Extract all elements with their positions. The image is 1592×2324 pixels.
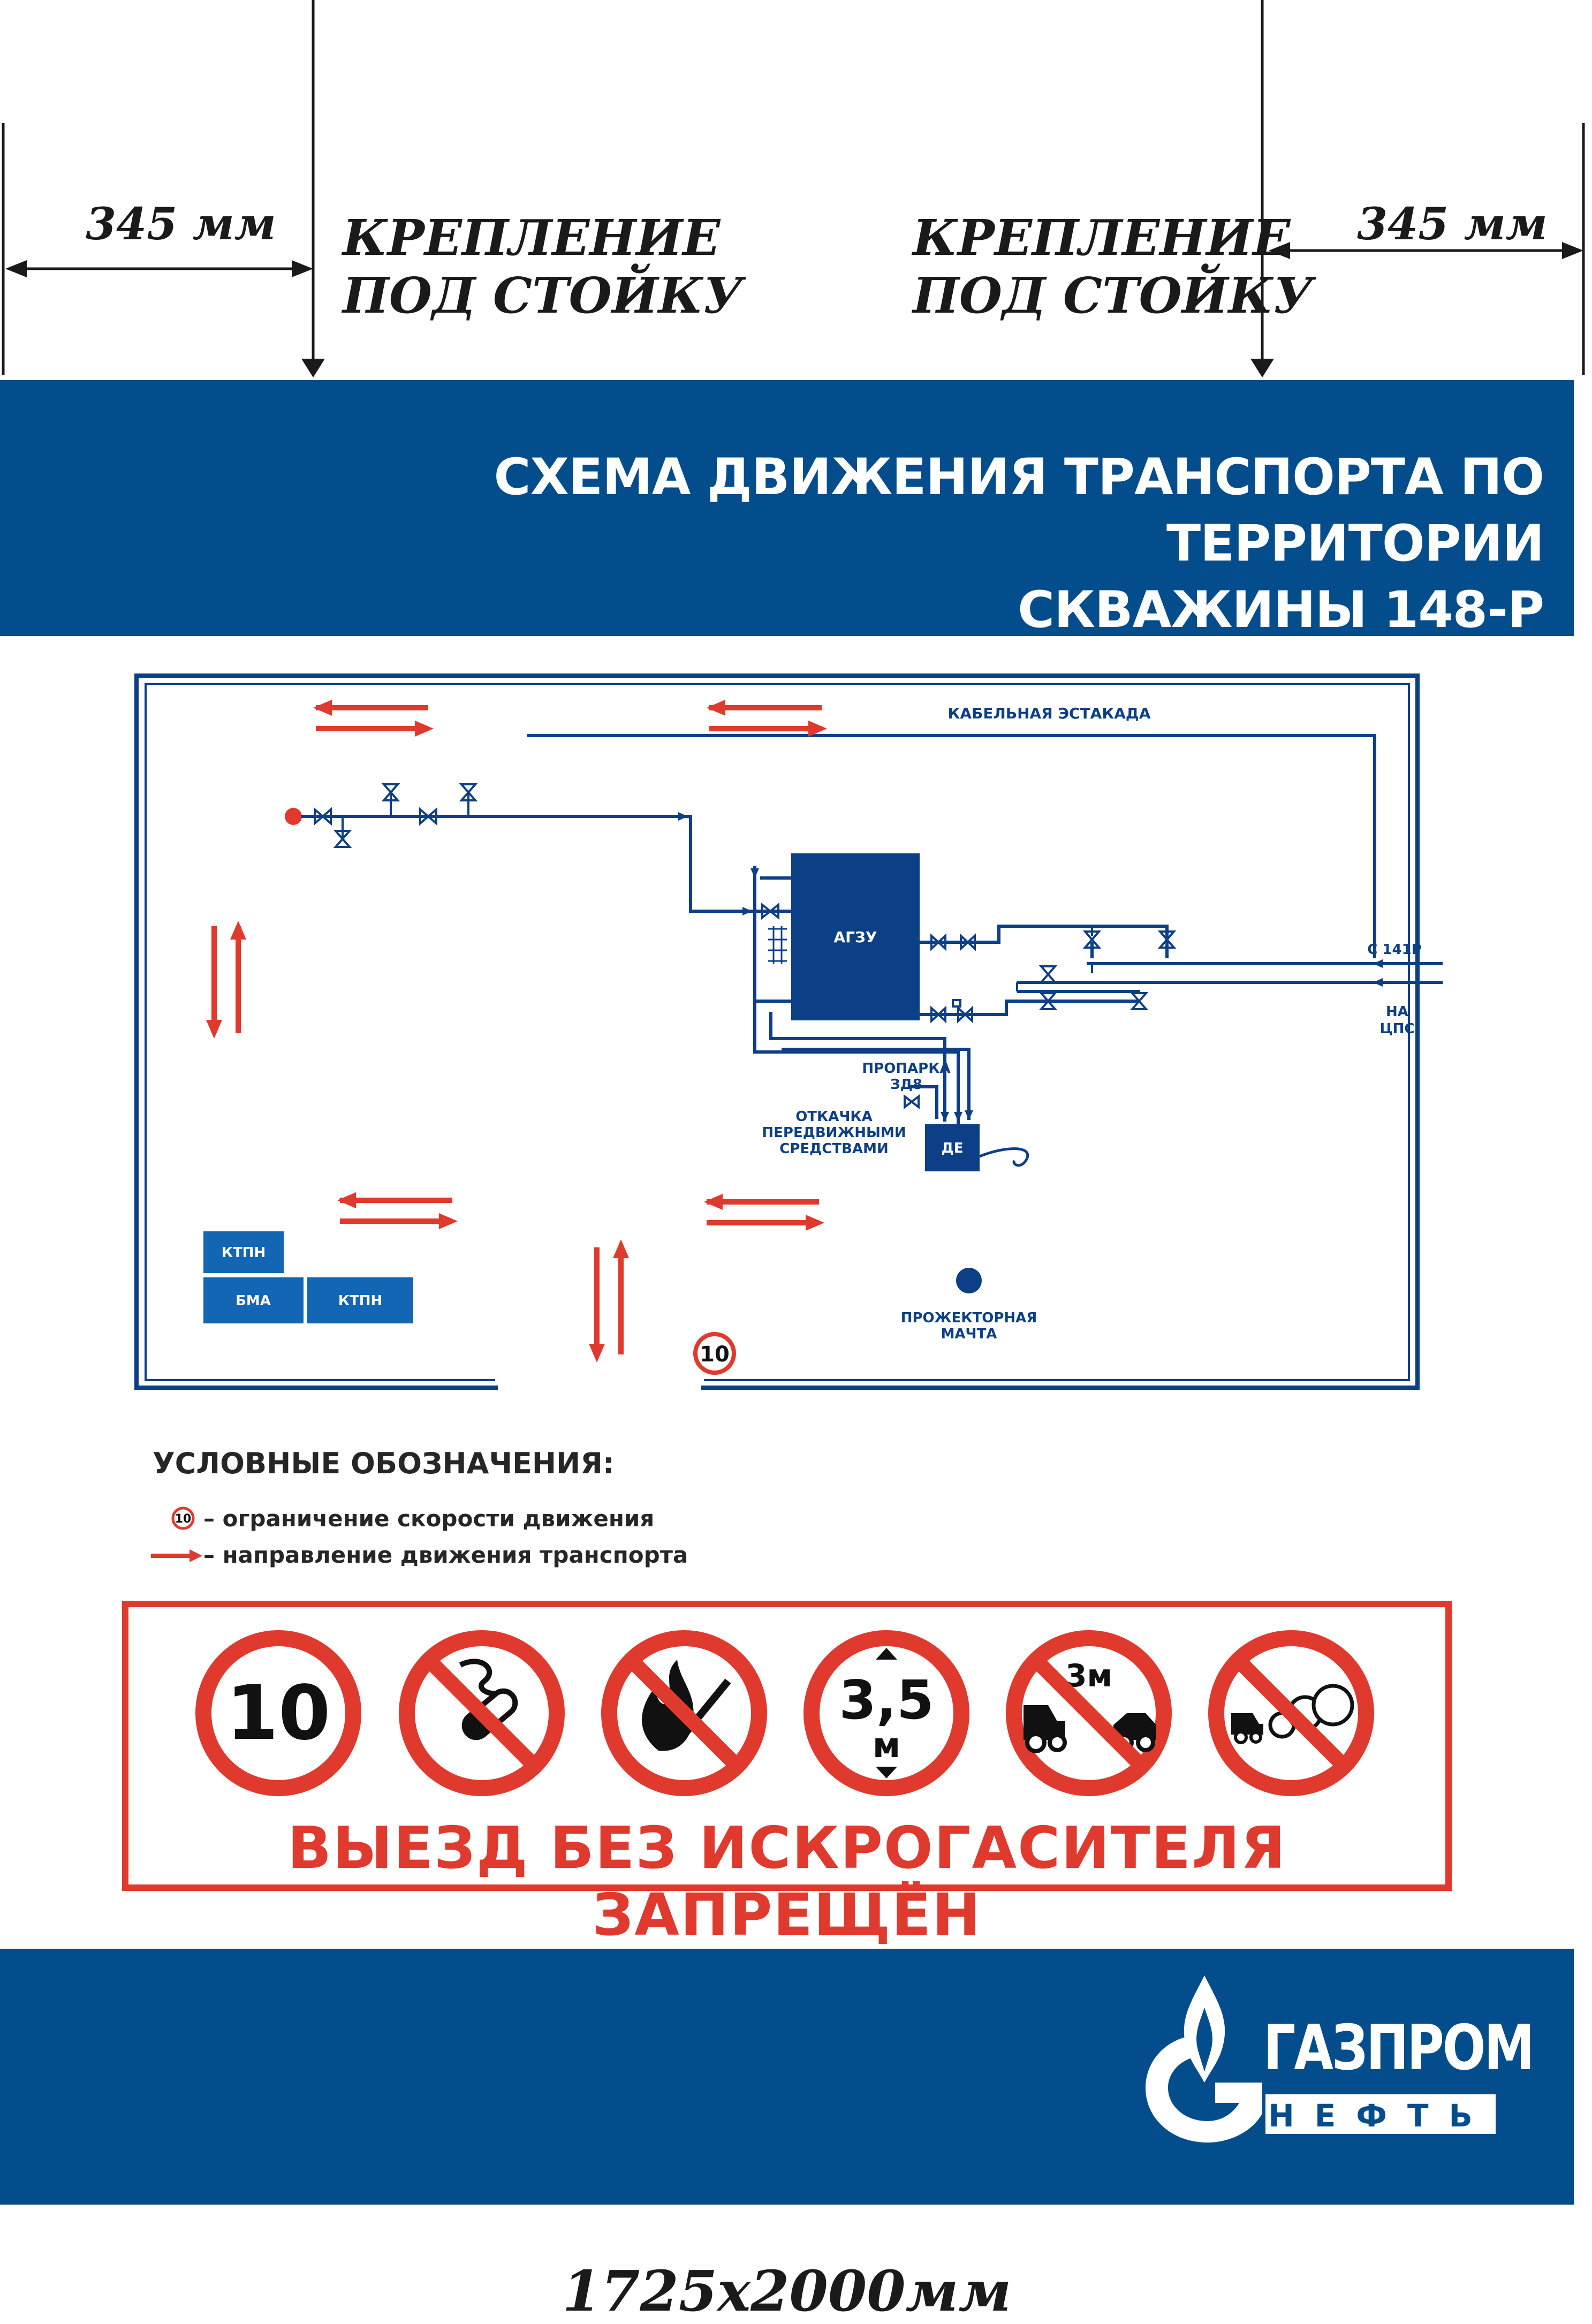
valve-steam [904,1094,920,1110]
cable-rack-line [527,734,1376,958]
valves-agzu-left [761,902,779,920]
title-line1: СХЕМА ДВИЖЕНИЯ ТРАНСПОРТА ПО ТЕРРИТОРИИ [494,448,1544,573]
valves-agzu-right [930,926,1177,1024]
height-limit-icon: 3,5 м [803,1630,969,1796]
prohibition-panel [122,1601,1452,1891]
logo-wordmark-line2-bar [1265,2094,1496,2134]
ktpn-top-block [203,1231,284,1273]
speed-limit-value: 10 [226,1670,331,1757]
no-exhaust-smoke-icon [1208,1630,1374,1796]
left-mount-line2: ПОД СТОЙКУ [343,267,743,324]
pumpout-label-line1: ОТКАЧКА [795,1109,873,1125]
speed-limit-sign: 10 [195,1630,361,1796]
legend-speed-text: – ограничение скорости движения [203,1505,655,1532]
wellhead-marker [285,808,302,825]
to-cps-line1: НА [1386,1004,1408,1020]
cable-rack-label: КАБЕЛЬНАЯ ЭСТАКАДА [947,705,1150,722]
right-mount-line2: ПОД СТОЙКУ [913,267,1313,324]
agzu-comb [768,926,787,964]
diagram-speed-sign [693,1332,736,1375]
de-label: ДЕ [942,1140,964,1156]
prohibition-signs: 10 3,5 м 3м [195,1630,1374,1796]
agzu-block [791,853,920,1020]
left-mount-label: КРЕПЛЕНИЕ ПОД СТОЙКУ [343,209,743,324]
header-band [0,380,1574,636]
diagram-speed-sign-value: 10 [700,1342,730,1367]
steam-label-line2: ЗД8 [890,1077,922,1093]
pumpout-label-line3: СРЕДСТВАМИ [779,1141,888,1157]
wellhead-pipeline [301,815,749,913]
legend-direction-text: – направление движения транспорта [203,1542,688,1568]
right-mount-line1: КРЕПЛЕНИЕ [913,209,1291,267]
valves-wellhead [314,783,478,848]
no-open-fire-icon [601,1630,767,1796]
from-141r-label: С 141Р [1367,942,1421,958]
keep-distance-icon: 3м [1006,1630,1172,1796]
de-hose [979,1147,1029,1167]
site-border-inner [145,683,1410,1381]
right-offset-dimension: 345 мм [1357,199,1548,250]
mast-label-line2: МАЧТА [941,1326,997,1342]
logo-wordmark-line1: ГАЗПРОМ [1263,2012,1535,2084]
bma-block [203,1277,304,1323]
legend-direction-arrow-icon [151,1549,202,1562]
no-smoking-icon [399,1630,565,1796]
bma-label: БМА [236,1293,271,1309]
overall-size-label: 1725х2000мм [562,2258,1012,2324]
ktpn-top-label: КТПН [222,1245,266,1261]
agzu-output-lines [920,925,1169,1016]
site-border [134,673,1420,1390]
ktpn-bottom-block [307,1277,413,1323]
legend-speed-icon: 10 [171,1507,195,1530]
left-offset-dimension: 345 мм [86,199,276,250]
gas-flame-logo-icon [1146,1975,1262,2143]
traffic-arrows [206,700,827,1362]
title-line2: СКВАЖИНЫ 148-Р [1018,581,1544,639]
site-diagram: КАБЕЛЬНАЯ ЭСТАКАДА АГЗУ [134,673,1443,1390]
height-limit-unit: м [873,1726,900,1766]
height-limit-value: 3,5 [839,1669,934,1731]
pumpout-label-line2: ПЕРЕДВИЖНЫМИ [762,1125,906,1141]
ktpn-bottom-label: КТПН [338,1293,383,1309]
legend-speed-icon-value: 10 [175,1512,192,1526]
agzu-label: АГЗУ [834,928,877,946]
left-mount-line1: КРЕПЛЕНИЕ [343,209,721,267]
warning-message: ВЫЕЗД БЕЗ ИСКРОГАСИТЕЛЯ ЗАПРЕЩЁН [287,1815,1287,1949]
mast-label-line1: ПРОЖЕКТОРНАЯ [901,1310,1037,1326]
footer-band [0,1949,1574,2205]
to-cps-line2: ЦПС [1380,1021,1415,1037]
dimension-lines [2,0,1585,377]
page-title: СХЕМА ДВИЖЕНИЯ ТРАНСПОРТА ПО ТЕРРИТОРИИ … [152,444,1544,644]
de-block [925,1124,980,1171]
floodlight-mast-marker [956,1268,982,1293]
right-mount-label: КРЕПЛЕНИЕ ПОД СТОЙКУ [913,209,1313,324]
logo-wordmark-line2: НЕФТЬ [1268,2098,1493,2134]
steam-label-line1: ПРОПАРКА [862,1061,950,1077]
legend-title: УСЛОВНЫЕ ОБОЗНАЧЕНИЯ: [153,1447,615,1480]
